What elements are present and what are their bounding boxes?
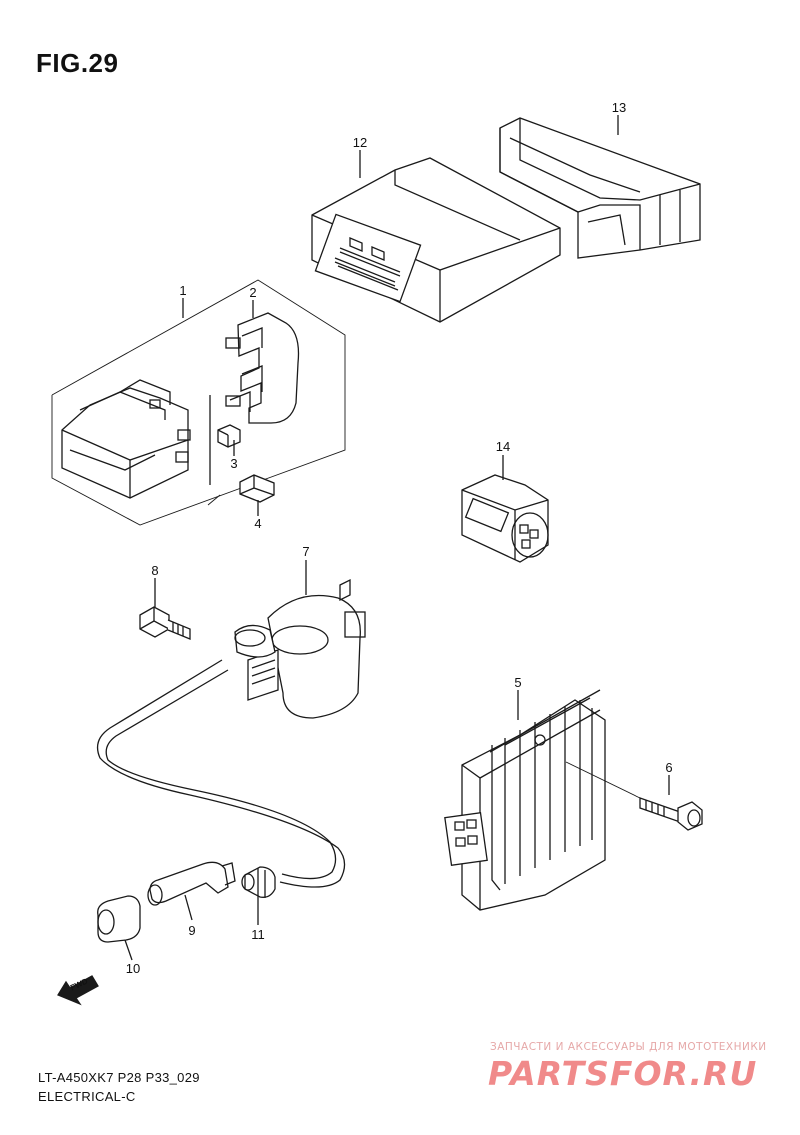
part-3-clip[interactable]	[217, 424, 241, 448]
callout-2: 2	[249, 285, 257, 300]
callout-1: 1	[179, 283, 187, 298]
callout-leaders	[124, 115, 670, 961]
watermark-tagline: ЗАПЧАСТИ И АКСЕССУАРЫ ДЛЯ МОТОТЕХНИКИ	[490, 1041, 767, 1053]
callout-12: 12	[352, 135, 368, 150]
part-6-bolt[interactable]	[565, 761, 703, 831]
callout-9: 9	[188, 923, 196, 938]
diagram-code: LT-A450XK7 P28 P33_029	[38, 1070, 200, 1085]
part-1-group-outline	[51, 279, 346, 526]
callout-4: 4	[254, 516, 262, 531]
watermark-brand-logo: PARTSFOR.RU	[488, 1054, 758, 1093]
section-name: ELECTRICAL-C	[38, 1089, 136, 1104]
part-12-ecm-unit[interactable]	[311, 157, 561, 323]
part-2-relay-bracket[interactable]	[225, 312, 300, 424]
part-13-ecm-cover[interactable]	[499, 117, 701, 259]
part-5-regulator-rectifier[interactable]	[444, 689, 606, 911]
callout-3: 3	[230, 456, 238, 471]
callout-13: 13	[611, 100, 627, 115]
fwd-arrow-icon	[57, 975, 99, 1006]
callout-10: 10	[125, 961, 141, 976]
figure-title: FIG.29	[36, 48, 119, 78]
callout-8: 8	[151, 563, 159, 578]
part-1-relay[interactable]	[61, 379, 211, 499]
part-4-bolt[interactable]	[207, 474, 275, 506]
part-10-cap[interactable]	[97, 895, 141, 943]
part-11-grommet[interactable]	[241, 866, 276, 898]
callout-5: 5	[514, 675, 522, 690]
part-7-high-tension-lead	[96, 659, 346, 888]
callout-6: 6	[665, 760, 673, 775]
part-14-connector[interactable]	[461, 474, 549, 563]
callout-11: 11	[251, 927, 265, 942]
callout-7: 7	[302, 544, 310, 559]
part-9-plug-cap[interactable]	[147, 861, 236, 906]
callout-14: 14	[495, 439, 511, 454]
part-7-ignition-coil[interactable]	[234, 578, 366, 719]
part-8-bolt[interactable]	[139, 606, 191, 640]
